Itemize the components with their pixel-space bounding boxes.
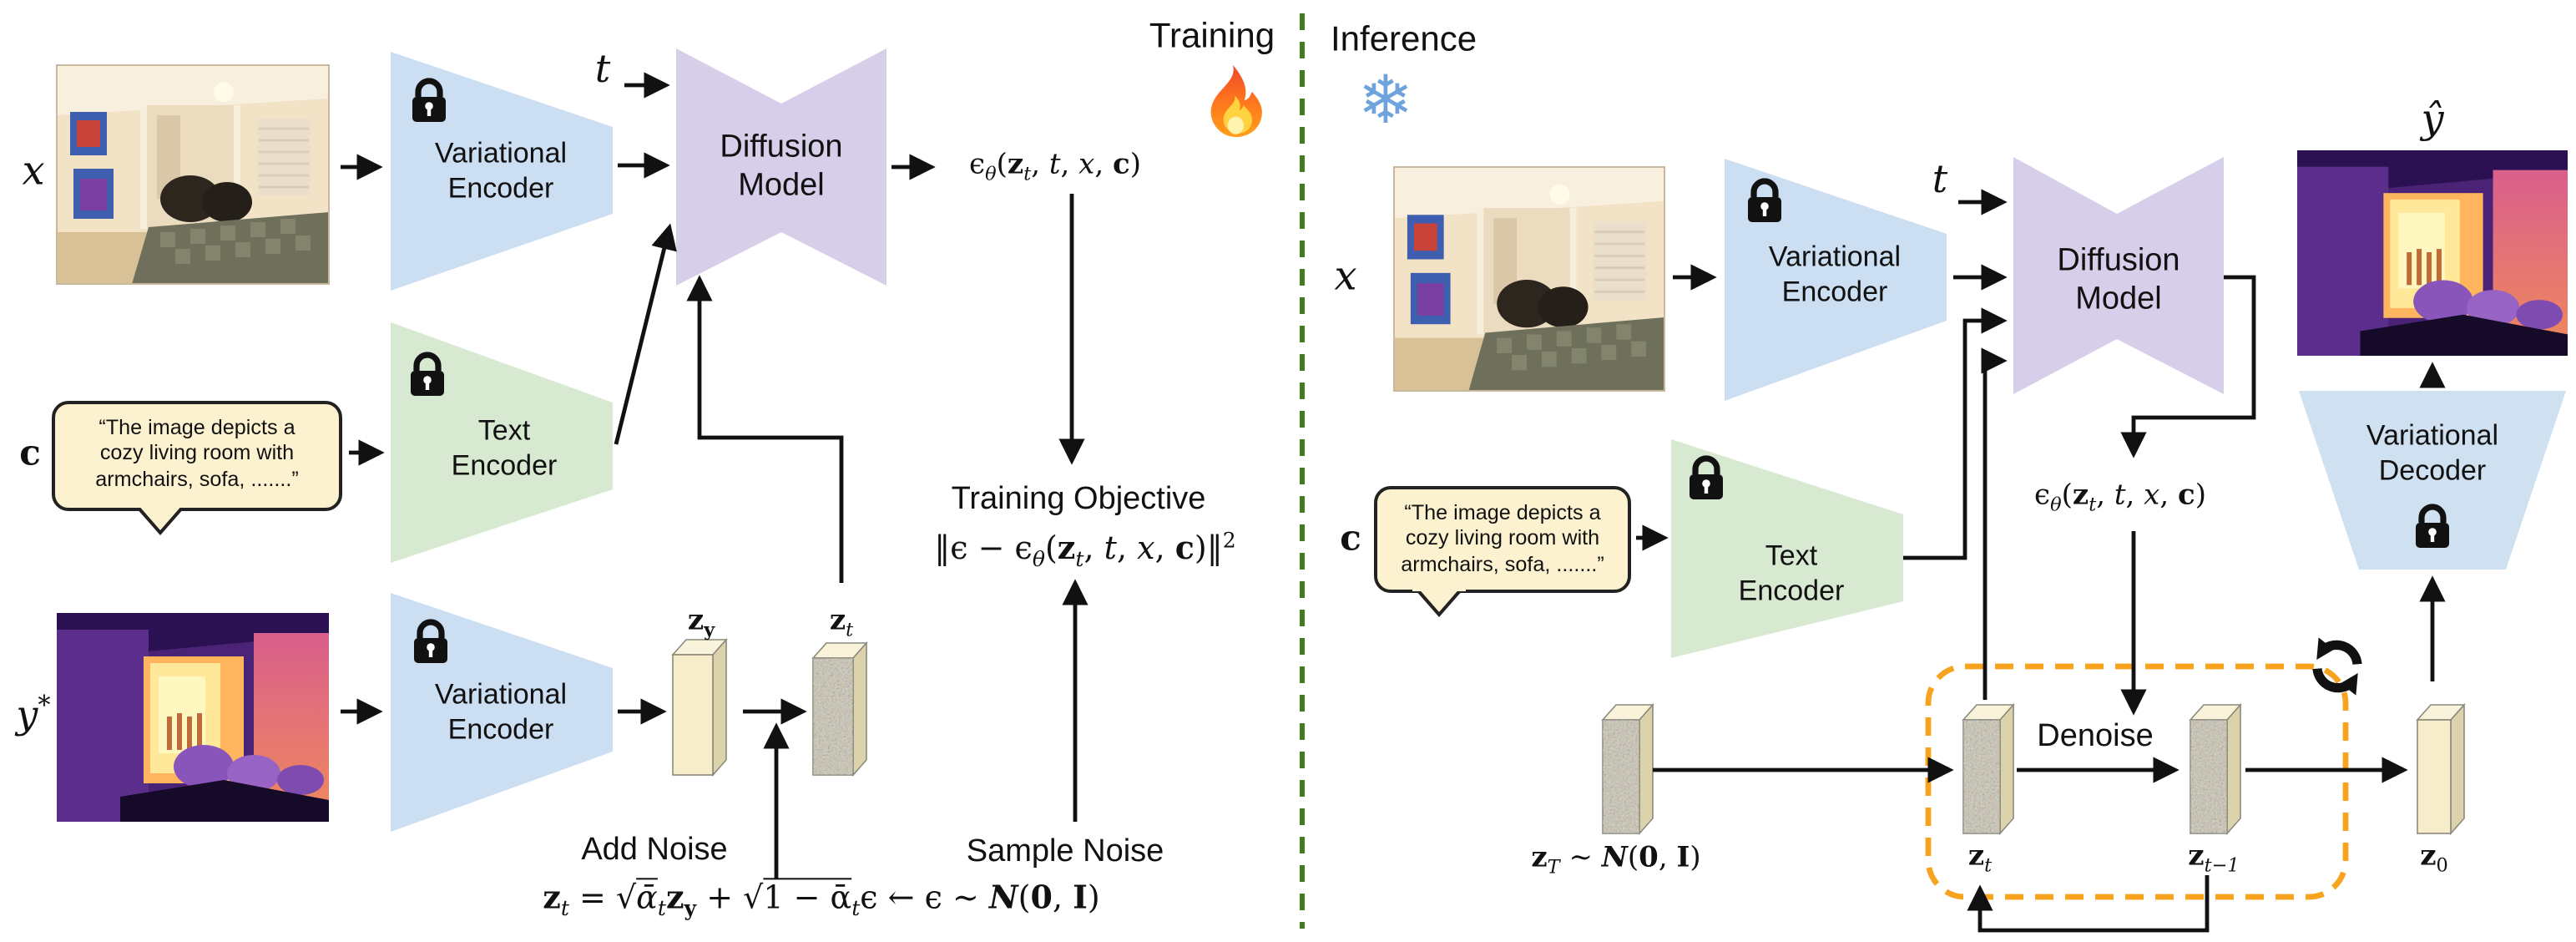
loop-z-t-label: zt <box>1967 839 1993 877</box>
loop-z-t-minus-1-bar <box>2189 702 2242 836</box>
training-objective-label: Training Objective <box>951 481 1206 517</box>
inference-arrows <box>1636 189 2446 933</box>
fire-icon <box>1210 64 1262 138</box>
inference-caption-text: “The image depicts a cozy living room wi… <box>1401 500 1604 576</box>
variational-encoder-bottom-label: Variational Encoder <box>434 678 568 745</box>
z-0-label: z0 <box>2420 839 2448 877</box>
inference-text-encoder-label: Text Encoder <box>1738 539 1845 606</box>
arrow-zt-to-diffusion <box>1981 347 2008 700</box>
forward-diffusion-equation: zt = √ᾱtzy + √1 − ᾱtϵ ← ϵ ∼ N(0, I) <box>543 879 1100 921</box>
latent-z-y-bar <box>671 637 728 777</box>
latent-z-T-bar <box>1601 702 1654 836</box>
training-arrows <box>341 72 1088 879</box>
c-label: c <box>19 431 41 474</box>
inference-title: Inference <box>1331 20 1477 59</box>
inference-input-image-x <box>1392 165 1666 392</box>
z-y-label: zy <box>687 604 715 641</box>
loop-z-t-bar <box>1962 702 2015 836</box>
x-label: x <box>22 147 45 195</box>
inference-text-encoder-shape <box>1671 439 1903 658</box>
z-t-label: zt <box>829 604 854 641</box>
inference-caption-bubble <box>1374 486 1631 618</box>
denoise-label: Denoise <box>2037 718 2154 754</box>
variational-decoder-shape <box>2299 391 2566 570</box>
y-star-label: y* <box>16 690 51 738</box>
caption-text: “The image depicts a cozy living room wi… <box>95 415 299 491</box>
inference-x-label: x <box>1334 252 1357 300</box>
variational-encoder-top-shape <box>391 52 613 291</box>
z-T-label: zT ∼ N(0, I) <box>1531 841 1701 879</box>
t-label: t <box>594 48 611 92</box>
y-hat-label: ŷ <box>2421 95 2444 143</box>
caption-bubble <box>52 401 342 536</box>
latent-z-0-bar <box>2416 702 2466 836</box>
arrow-loop-feedback <box>1967 875 2210 933</box>
inference-c-label: c <box>1340 516 1361 559</box>
inference-diffusion-model-label: Diffusion Model <box>2057 243 2180 317</box>
arrow-text-encoder-to-diffusion <box>614 223 677 445</box>
inference-diffusion-model-shape <box>2013 157 2224 394</box>
input-image-x <box>55 63 331 286</box>
inference-t-label: t <box>1932 158 1948 202</box>
inference-eps-output-equation: ϵθ(zt, t, x, c) <box>2034 479 2206 516</box>
training-title: Training <box>1149 17 1275 56</box>
text-encoder-label: Text Encoder <box>451 414 558 481</box>
arrow-text-encoder-to-diffusion <box>1903 307 2008 560</box>
latent-z-t-bar <box>811 641 868 777</box>
variational-decoder-label: Variational Decoder <box>2366 419 2499 486</box>
diffusion-model-shape <box>676 48 886 286</box>
diffusion-model-label: Diffusion Model <box>720 129 843 204</box>
snowflake-icon: ❄ <box>1357 63 1414 140</box>
text-encoder-shape <box>391 322 613 563</box>
variational-encoder-top-label: Variational Encoder <box>434 137 568 204</box>
inference-variational-encoder-label: Variational Encoder <box>1768 241 1902 307</box>
loop-icon <box>2306 637 2370 695</box>
objective-equation: ‖ϵ − ϵθ(zt, t, x, c)‖2 <box>934 527 1236 571</box>
add-noise-label: Add Noise <box>581 832 728 868</box>
z-t-minus-1-label: zt−1 <box>2188 839 2240 877</box>
predicted-depth-image <box>2297 150 2568 356</box>
eps-output-equation: ϵθ(zt, t, x, c) <box>969 148 1141 185</box>
arrow-diffusion-output <box>2120 275 2256 458</box>
ground-truth-depth-image <box>57 613 329 822</box>
sample-noise-label: Sample Noise <box>966 833 1164 869</box>
arrow-zt-to-diffusion <box>686 275 844 583</box>
